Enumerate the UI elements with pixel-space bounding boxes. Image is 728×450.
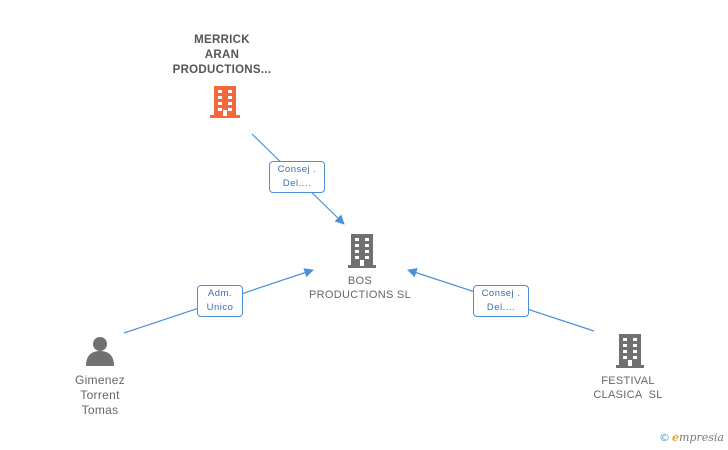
building-icon[interactable] (616, 334, 644, 368)
building-icon[interactable] (348, 234, 376, 268)
node-label-line: PRODUCTIONS SL (309, 289, 411, 301)
edge-label-line: Del.... (282, 178, 312, 189)
node-label-gimenez[interactable]: Gimenez Torrent Tomas (50, 373, 150, 418)
edge-label-merrick-bos[interactable]: Consej . Del.... (269, 161, 325, 193)
person-icon[interactable] (86, 337, 114, 366)
node-label-line: CLASICA SL (593, 389, 663, 401)
edge-label-gimenez-bos[interactable]: Adm. Unico (197, 285, 243, 317)
node-label-line: Torrent (80, 388, 120, 402)
node-label-line: FESTIVAL (601, 375, 655, 387)
edge-label-line: Consej . (481, 288, 521, 299)
brand-name: mpresia (679, 431, 724, 444)
node-label-line: PRODUCTIONS... (172, 64, 272, 76)
node-label-bos[interactable]: BOS PRODUCTIONS SL (300, 274, 420, 302)
edge-label-festival-bos[interactable]: Consej . Del.... (473, 285, 529, 317)
node-label-merrick[interactable]: MERRICK ARAN PRODUCTIONS... (152, 33, 292, 78)
copyright-symbol: © (659, 431, 671, 444)
node-label-festival[interactable]: FESTIVAL CLASICA SL (572, 374, 684, 402)
node-label-line: MERRICK (194, 34, 250, 46)
empresia-credit[interactable]: ©empresia (659, 431, 724, 444)
node-label-line: BOS (347, 275, 373, 287)
edge-label-line: Adm. (207, 288, 233, 299)
edge-label-line: Consej . (277, 164, 317, 175)
node-label-line: Tomas (81, 403, 119, 417)
brand-initial: e (672, 431, 680, 444)
edge-label-line: Unico (206, 302, 234, 313)
node-label-line: ARAN (204, 49, 240, 61)
edge-label-line: Del.... (486, 302, 516, 313)
building-icon[interactable] (210, 86, 240, 118)
node-label-line: Gimenez (74, 373, 126, 387)
